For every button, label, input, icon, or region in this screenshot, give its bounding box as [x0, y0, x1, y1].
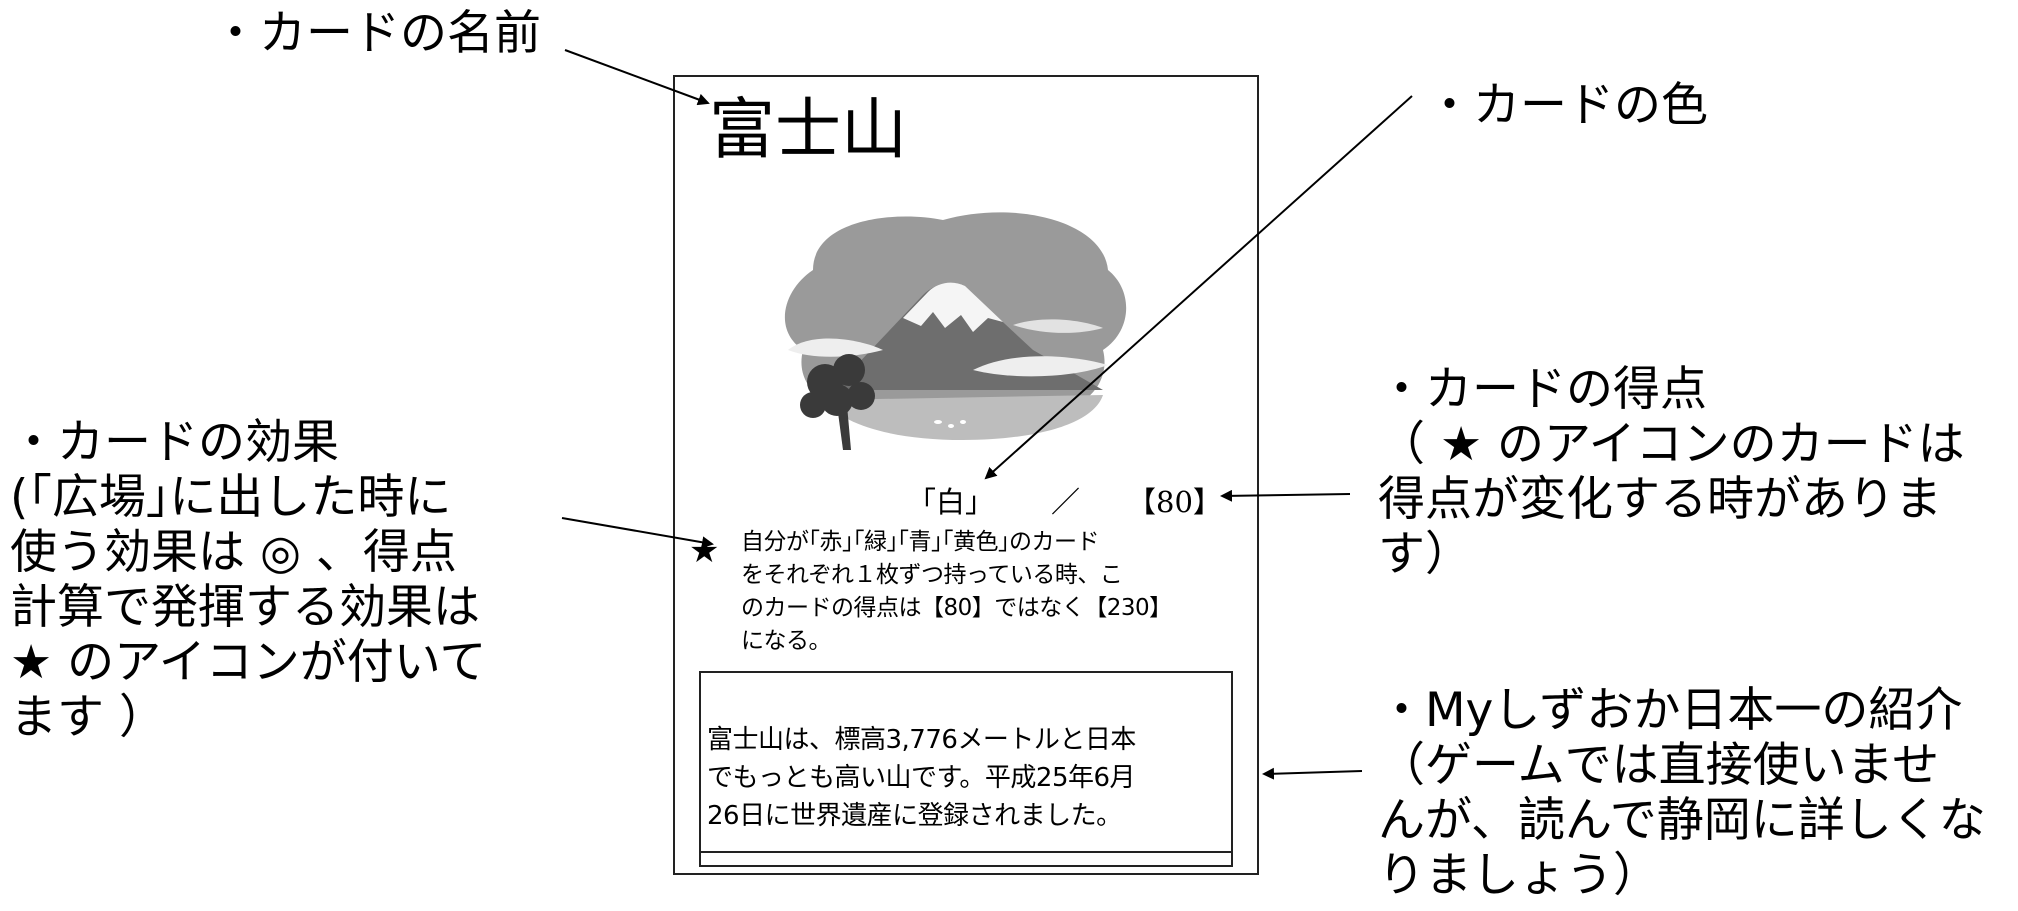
annotation-card-name: ・カードの名前 [212, 6, 541, 61]
annotation-effect-line: ・カードの効果 [10, 415, 339, 470]
intro-line: 富士山は、標高3,776メートルと日本 [707, 725, 1136, 755]
arrow-to-intro [1262, 767, 1363, 780]
mount-fuji-icon [784, 212, 1127, 450]
annotation-effect-line: ます ） [10, 690, 166, 745]
card-intro-box: 富士山は、標高3,776メートルと日本 でもっとも高い山です。平成25年6月 2… [699, 671, 1233, 867]
annotation-effect-line: (｢広場｣に出した時に [10, 470, 452, 525]
annotation-score-line: （ ★ のアイコンのカードは [1378, 417, 1965, 472]
intro-line: でもっとも高い山です。平成25年6月 [707, 763, 1136, 793]
annotation-effect-line: ★ のアイコンが付いて [10, 635, 487, 690]
effect-line: になる。 [741, 628, 832, 654]
game-card[interactable]: 富士山 [673, 75, 1259, 875]
effect-text: 自分が｢赤｣｢緑｣｢青｣｢黄色｣のカード をそれぞれ１枚ずつ持っている時、こ の… [741, 526, 1241, 658]
annotation-score-line: ・カードの得点 [1378, 362, 1707, 417]
annotation-effect-line: 計算で発揮する効果は [10, 580, 480, 635]
card-score: 【80】 [1127, 485, 1222, 519]
effect-line: をそれぞれ１枚ずつ持っている時、こ [741, 562, 1123, 588]
separator: ／ [1051, 485, 1081, 519]
effect-line: のカードの得点は【80】ではなく【230】 [741, 595, 1172, 621]
annotation-intro: ・Myしずおか日本一の紹介 （ゲームでは直接使いませ んが、読んで静岡に詳しくな… [1378, 683, 1986, 903]
annotation-score-line: す） [1378, 527, 1472, 582]
annotation-card-effect: ・カードの効果 (｢広場｣に出した時に 使う効果は ◎ 、得点 計算で発揮する効… [10, 415, 486, 745]
annotation-intro-line: ・Myしずおか日本一の紹介 [1378, 683, 1963, 738]
annotation-score-line: 得点が変化する時がありま [1378, 472, 1942, 527]
annotation-intro-line: んが、読んで静岡に詳しくな [1378, 793, 1986, 848]
annotation-effect-line: 使う効果は ◎ 、得点 [10, 525, 457, 580]
annotation-intro-line: （ゲームでは直接使いませ [1378, 738, 1940, 793]
effect-line: 自分が｢赤｣｢緑｣｢青｣｢黄色｣のカード [741, 529, 1100, 555]
card-color: 「白」 [907, 485, 995, 519]
annotation-card-score: ・カードの得点 （ ★ のアイコンのカードは 得点が変化する時がありま す） [1378, 362, 1965, 582]
annotation-card-color: ・カードの色 [1426, 78, 1708, 133]
mount-fuji-illustration [773, 200, 1143, 450]
annotation-intro-line: りましょう） [1378, 848, 1660, 903]
intro-text: 富士山は、標高3,776メートルと日本 でもっとも高い山です。平成25年6月 2… [707, 721, 1227, 835]
star-icon: ★ [689, 531, 720, 571]
card-name: 富士山 [709, 91, 907, 168]
intro-line: 26日に世界遺産に登録されました。 [707, 801, 1122, 831]
